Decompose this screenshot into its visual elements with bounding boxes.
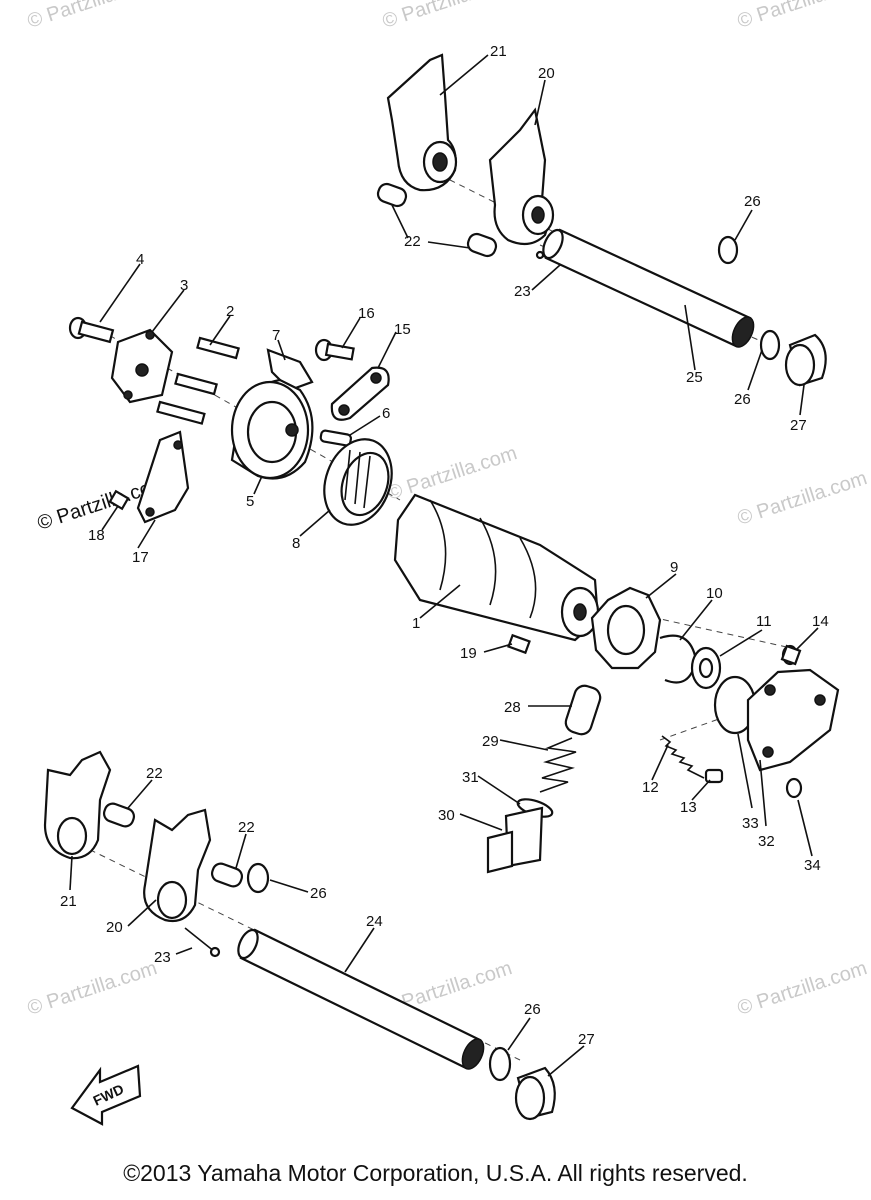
callout-23: 23: [154, 949, 171, 966]
watermark: © Partzilla.com: [25, 957, 160, 1020]
callout-7: 7: [272, 327, 280, 344]
watermark: © Partzilla.com: [735, 467, 870, 530]
callout-30: 30: [438, 807, 455, 824]
bolt-4: [68, 316, 115, 344]
callout-10: 10: [706, 585, 723, 602]
callout-26: 26: [524, 1001, 541, 1018]
pins-2: [156, 336, 240, 425]
pin-6: [319, 429, 353, 447]
callout-20: 20: [106, 919, 123, 936]
copyright-notice: ©2013 Yamaha Motor Corporation, U.S.A. A…: [123, 1160, 748, 1186]
plunger-28: [564, 684, 602, 736]
fwd-arrow-icon: FWD: [70, 1064, 142, 1126]
cover-32: [746, 668, 840, 772]
callout-9: 9: [670, 559, 678, 576]
callout-32: 32: [758, 833, 775, 850]
callout-20: 20: [538, 65, 555, 82]
callout-1: 1: [412, 615, 420, 632]
plate-3: [110, 328, 174, 404]
callout-2: 2: [226, 303, 234, 320]
circlip-26-top: [717, 235, 781, 361]
guide-pins-22-top: [376, 182, 498, 258]
circlip-10: [659, 634, 698, 684]
segment-9: [590, 586, 662, 670]
callout-23: 23: [514, 283, 531, 300]
segment-7: [266, 348, 314, 392]
callout-17: 17: [132, 549, 149, 566]
callout-25: 25: [686, 369, 703, 386]
cotter-pin-23-bottom: [184, 927, 221, 958]
switch-30: [486, 806, 544, 874]
bolt-16: [314, 338, 355, 362]
callout-21: 21: [490, 43, 507, 60]
callout-22: 22: [404, 233, 421, 250]
callout-13: 13: [680, 799, 697, 816]
watermark: © Partzilla.com: [735, 957, 870, 1020]
shift-fork-21-top: [386, 53, 458, 192]
callout-27: 27: [578, 1031, 595, 1048]
watermark: © Partzilla.com: [380, 0, 515, 33]
shift-drum-1: [393, 493, 600, 642]
guide-pins-22-bottom: [102, 802, 244, 888]
bearing-27-bottom: [514, 1066, 556, 1121]
shift-fork-shaft-25: [542, 228, 755, 348]
callout-29: 29: [482, 733, 499, 750]
callout-8: 8: [292, 535, 300, 552]
shift-fork-20-top: [488, 107, 555, 246]
drum-segment-5: [230, 378, 314, 480]
callout-4: 4: [136, 251, 144, 268]
bearing-8: [323, 438, 393, 526]
spring-29: [539, 737, 577, 793]
watermark: © Partzilla.com: [25, 0, 160, 33]
screw-34: [785, 777, 803, 799]
callout-28: 28: [504, 699, 521, 716]
callout-6: 6: [382, 405, 390, 422]
callout-24: 24: [366, 913, 383, 930]
plate-17: [136, 430, 190, 524]
bearing-27-top: [784, 333, 827, 387]
callout-26: 26: [734, 391, 751, 408]
callout-labels: 21 20 22 23 26 25 26 27 4 3 2 7 16 15 6 …: [60, 43, 829, 1048]
screw-18: [108, 489, 130, 511]
callout-26: 26: [310, 885, 327, 902]
stopper-lever-15: [330, 366, 390, 421]
dowel-pin-19: [507, 633, 531, 655]
watermark: © Partzilla.com: [385, 442, 520, 505]
callout-33: 33: [742, 815, 759, 832]
callout-22: 22: [146, 765, 163, 782]
callout-16: 16: [358, 305, 375, 322]
circlip-26-bottom-a: [246, 862, 270, 894]
callout-11: 11: [756, 613, 772, 630]
watermark: © Partzilla.com: [735, 0, 870, 33]
pin-13: [704, 768, 724, 784]
callout-31: 31: [462, 769, 479, 786]
callout-27: 27: [790, 417, 807, 434]
callout-5: 5: [246, 493, 254, 510]
callout-3: 3: [180, 277, 188, 294]
spring-12: [661, 735, 705, 779]
bolt-14: [780, 644, 802, 666]
shift-fork-shaft-24: [237, 928, 485, 1070]
shift-fork-21-bottom: [43, 750, 112, 860]
callout-14: 14: [812, 613, 829, 630]
callout-15: 15: [394, 321, 411, 338]
callout-18: 18: [88, 527, 105, 544]
circlip-26-bottom-b: [488, 1046, 512, 1082]
washer-11: [690, 646, 722, 690]
callout-22: 22: [238, 819, 255, 836]
callout-21: 21: [60, 893, 77, 910]
callout-19: 19: [460, 645, 477, 662]
shift-fork-20-bottom: [143, 808, 212, 923]
callout-26: 26: [744, 193, 761, 210]
callout-12: 12: [642, 779, 659, 796]
callout-34: 34: [804, 857, 821, 874]
leader-lines: [69, 54, 819, 1077]
